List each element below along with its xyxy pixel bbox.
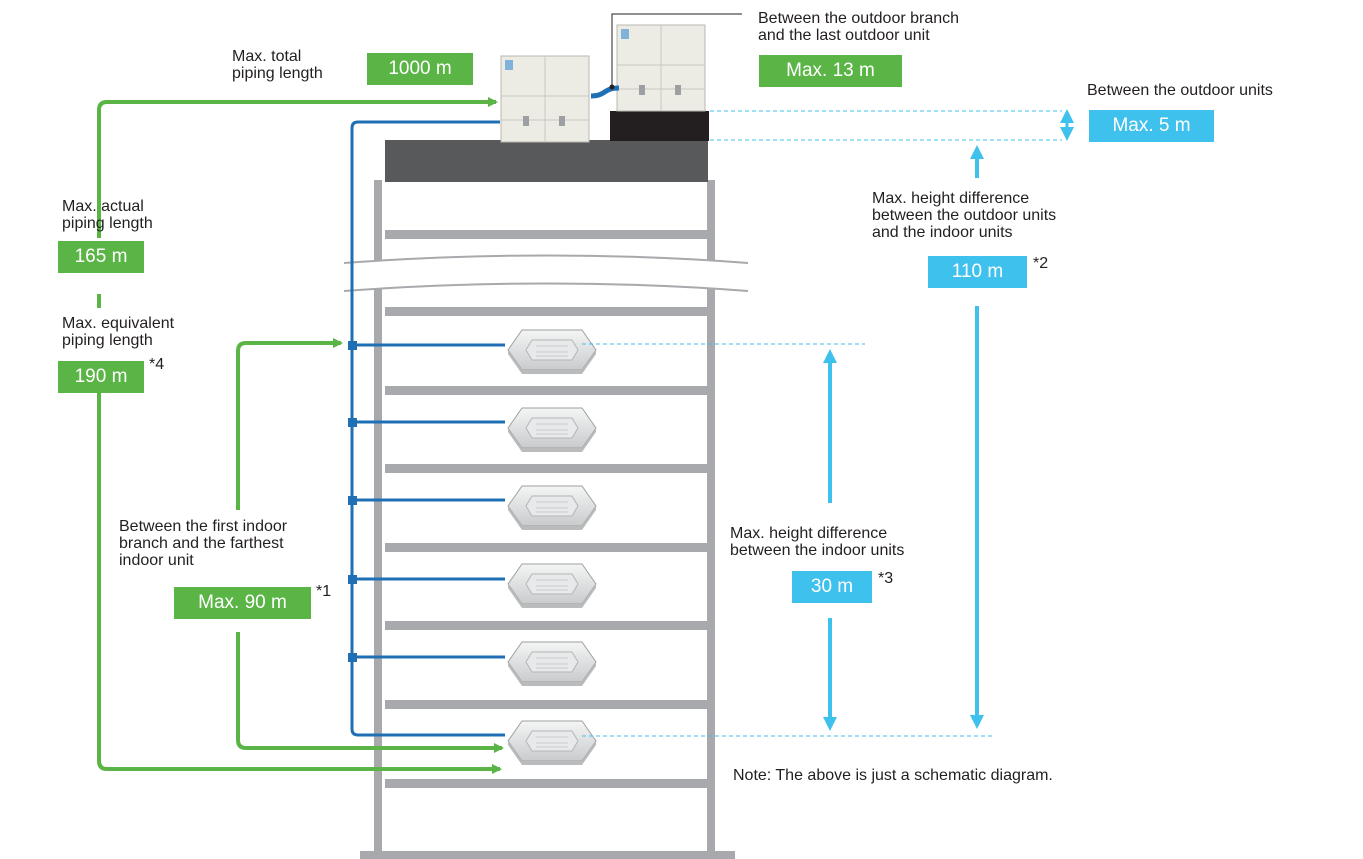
height-difference-arrows [823,109,1074,731]
footnote-3: *3 [878,570,894,587]
outdoor-units [500,24,709,143]
height-outdoor-indoor-label: Max. height difference between the outdo… [872,190,1057,241]
height-reference-lines [582,110,1062,737]
schematic-note: Note: The above is just a schematic diag… [733,767,1053,784]
outdoor-branch-value: Max. 13 m [759,55,902,87]
first-indoor-branch-value: Max. 90 m [174,587,311,619]
between-outdoor-value: Max. 5 m [1089,110,1214,142]
equivalent-piping-value: 190 m [58,361,144,393]
height-outdoor-indoor-value: 110 m [928,256,1027,288]
first-indoor-branch-label: Between the first indoor branch and the … [119,518,288,569]
height-indoor-value: 30 m [792,571,872,603]
outdoor-branch-label: Between the outdoor branch and the last … [758,10,960,44]
total-piping-value: 1000 m [367,53,473,85]
between-outdoor-label: Between the outdoor units [1087,82,1273,99]
footnote-1: *1 [316,583,332,600]
footnote-2: *2 [1033,255,1049,272]
piping-length-arrows [97,97,504,774]
actual-piping-value: 165 m [58,241,144,273]
refrigerant-piping [350,120,505,737]
equivalent-piping-label: Max. equivalent piping length [62,315,175,349]
total-piping-label: Max. total piping length [232,48,323,82]
footnote-4: *4 [149,356,165,373]
height-indoor-label: Max. height difference between the indoo… [730,525,905,559]
building-frame [343,140,749,859]
actual-piping-label: Max. actual piping length [62,198,153,232]
